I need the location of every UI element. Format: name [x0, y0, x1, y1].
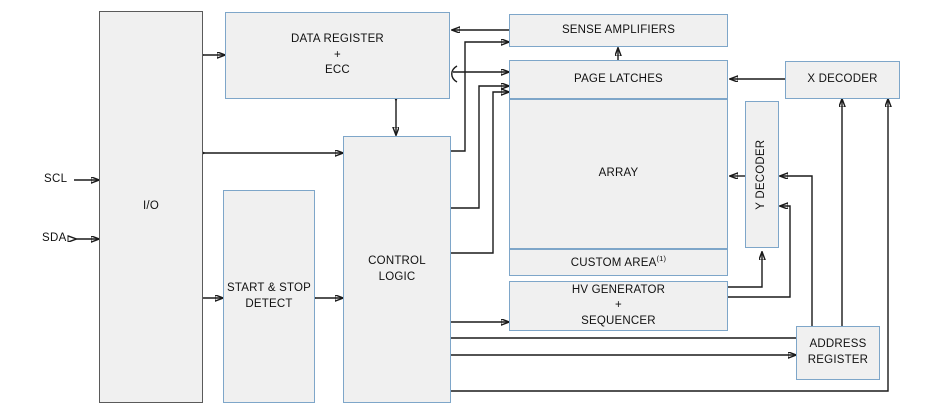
block-sense-amplifiers[interactable]: SENSE AMPLIFIERS: [509, 14, 728, 47]
block-control-logic[interactable]: CONTROL LOGIC: [343, 136, 451, 403]
wire-hop-jumper: [451, 65, 458, 83]
block-data-register-label: DATA REGISTER + ECC: [291, 33, 384, 77]
port-label-sda: SDA: [42, 232, 67, 244]
block-x-decoder[interactable]: X DECODER: [785, 61, 900, 99]
block-start-stop-detect-label: START & STOP DETECT: [227, 281, 311, 310]
block-y-decoder[interactable]: Y DECODER: [745, 101, 779, 248]
block-data-register[interactable]: DATA REGISTER + ECC: [225, 12, 450, 99]
block-start-stop-detect[interactable]: START & STOP DETECT: [223, 190, 315, 403]
block-page-latches-label: PAGE LATCHES: [574, 72, 663, 85]
block-custom-area[interactable]: CUSTOM AREA(1): [509, 249, 728, 276]
wire-bus-to-ydecoder-bottom: [728, 252, 762, 288]
wire-controllogic-to-pagelatches-a: [451, 86, 509, 209]
block-address-register[interactable]: ADDRESS REGISTER: [796, 326, 880, 380]
block-address-register-label: ADDRESS REGISTER: [807, 338, 869, 366]
block-custom-area-text: CUSTOM AREA: [570, 256, 657, 269]
block-io-label: I/O: [143, 200, 159, 213]
block-custom-area-footnote-marker: (1): [656, 253, 667, 263]
block-io[interactable]: I/O: [99, 11, 203, 403]
block-hv-generator-label: HV GENERATOR + SEQUENCER: [571, 283, 666, 327]
port-label-scl: SCL: [44, 173, 68, 185]
block-sense-amplifiers-label: SENSE AMPLIFIERS: [561, 23, 676, 36]
wire-controllogic-to-senseamp: [451, 42, 509, 152]
block-control-logic-label: CONTROL LOGIC: [368, 254, 426, 283]
block-custom-area-label: CUSTOM AREA(1): [568, 254, 669, 271]
block-array-label: ARRAY: [598, 167, 639, 180]
wire-addressregister-to-ydecoder: [780, 176, 813, 328]
block-page-latches[interactable]: PAGE LATCHES: [509, 60, 728, 99]
block-array[interactable]: ARRAY: [509, 99, 728, 249]
wire-controllogic-to-pagelatches-b: [451, 92, 509, 254]
block-x-decoder-label: X DECODER: [807, 73, 878, 86]
block-y-decoder-label: Y DECODER: [755, 139, 768, 210]
block-hv-generator[interactable]: HV GENERATOR + SEQUENCER: [509, 281, 728, 331]
